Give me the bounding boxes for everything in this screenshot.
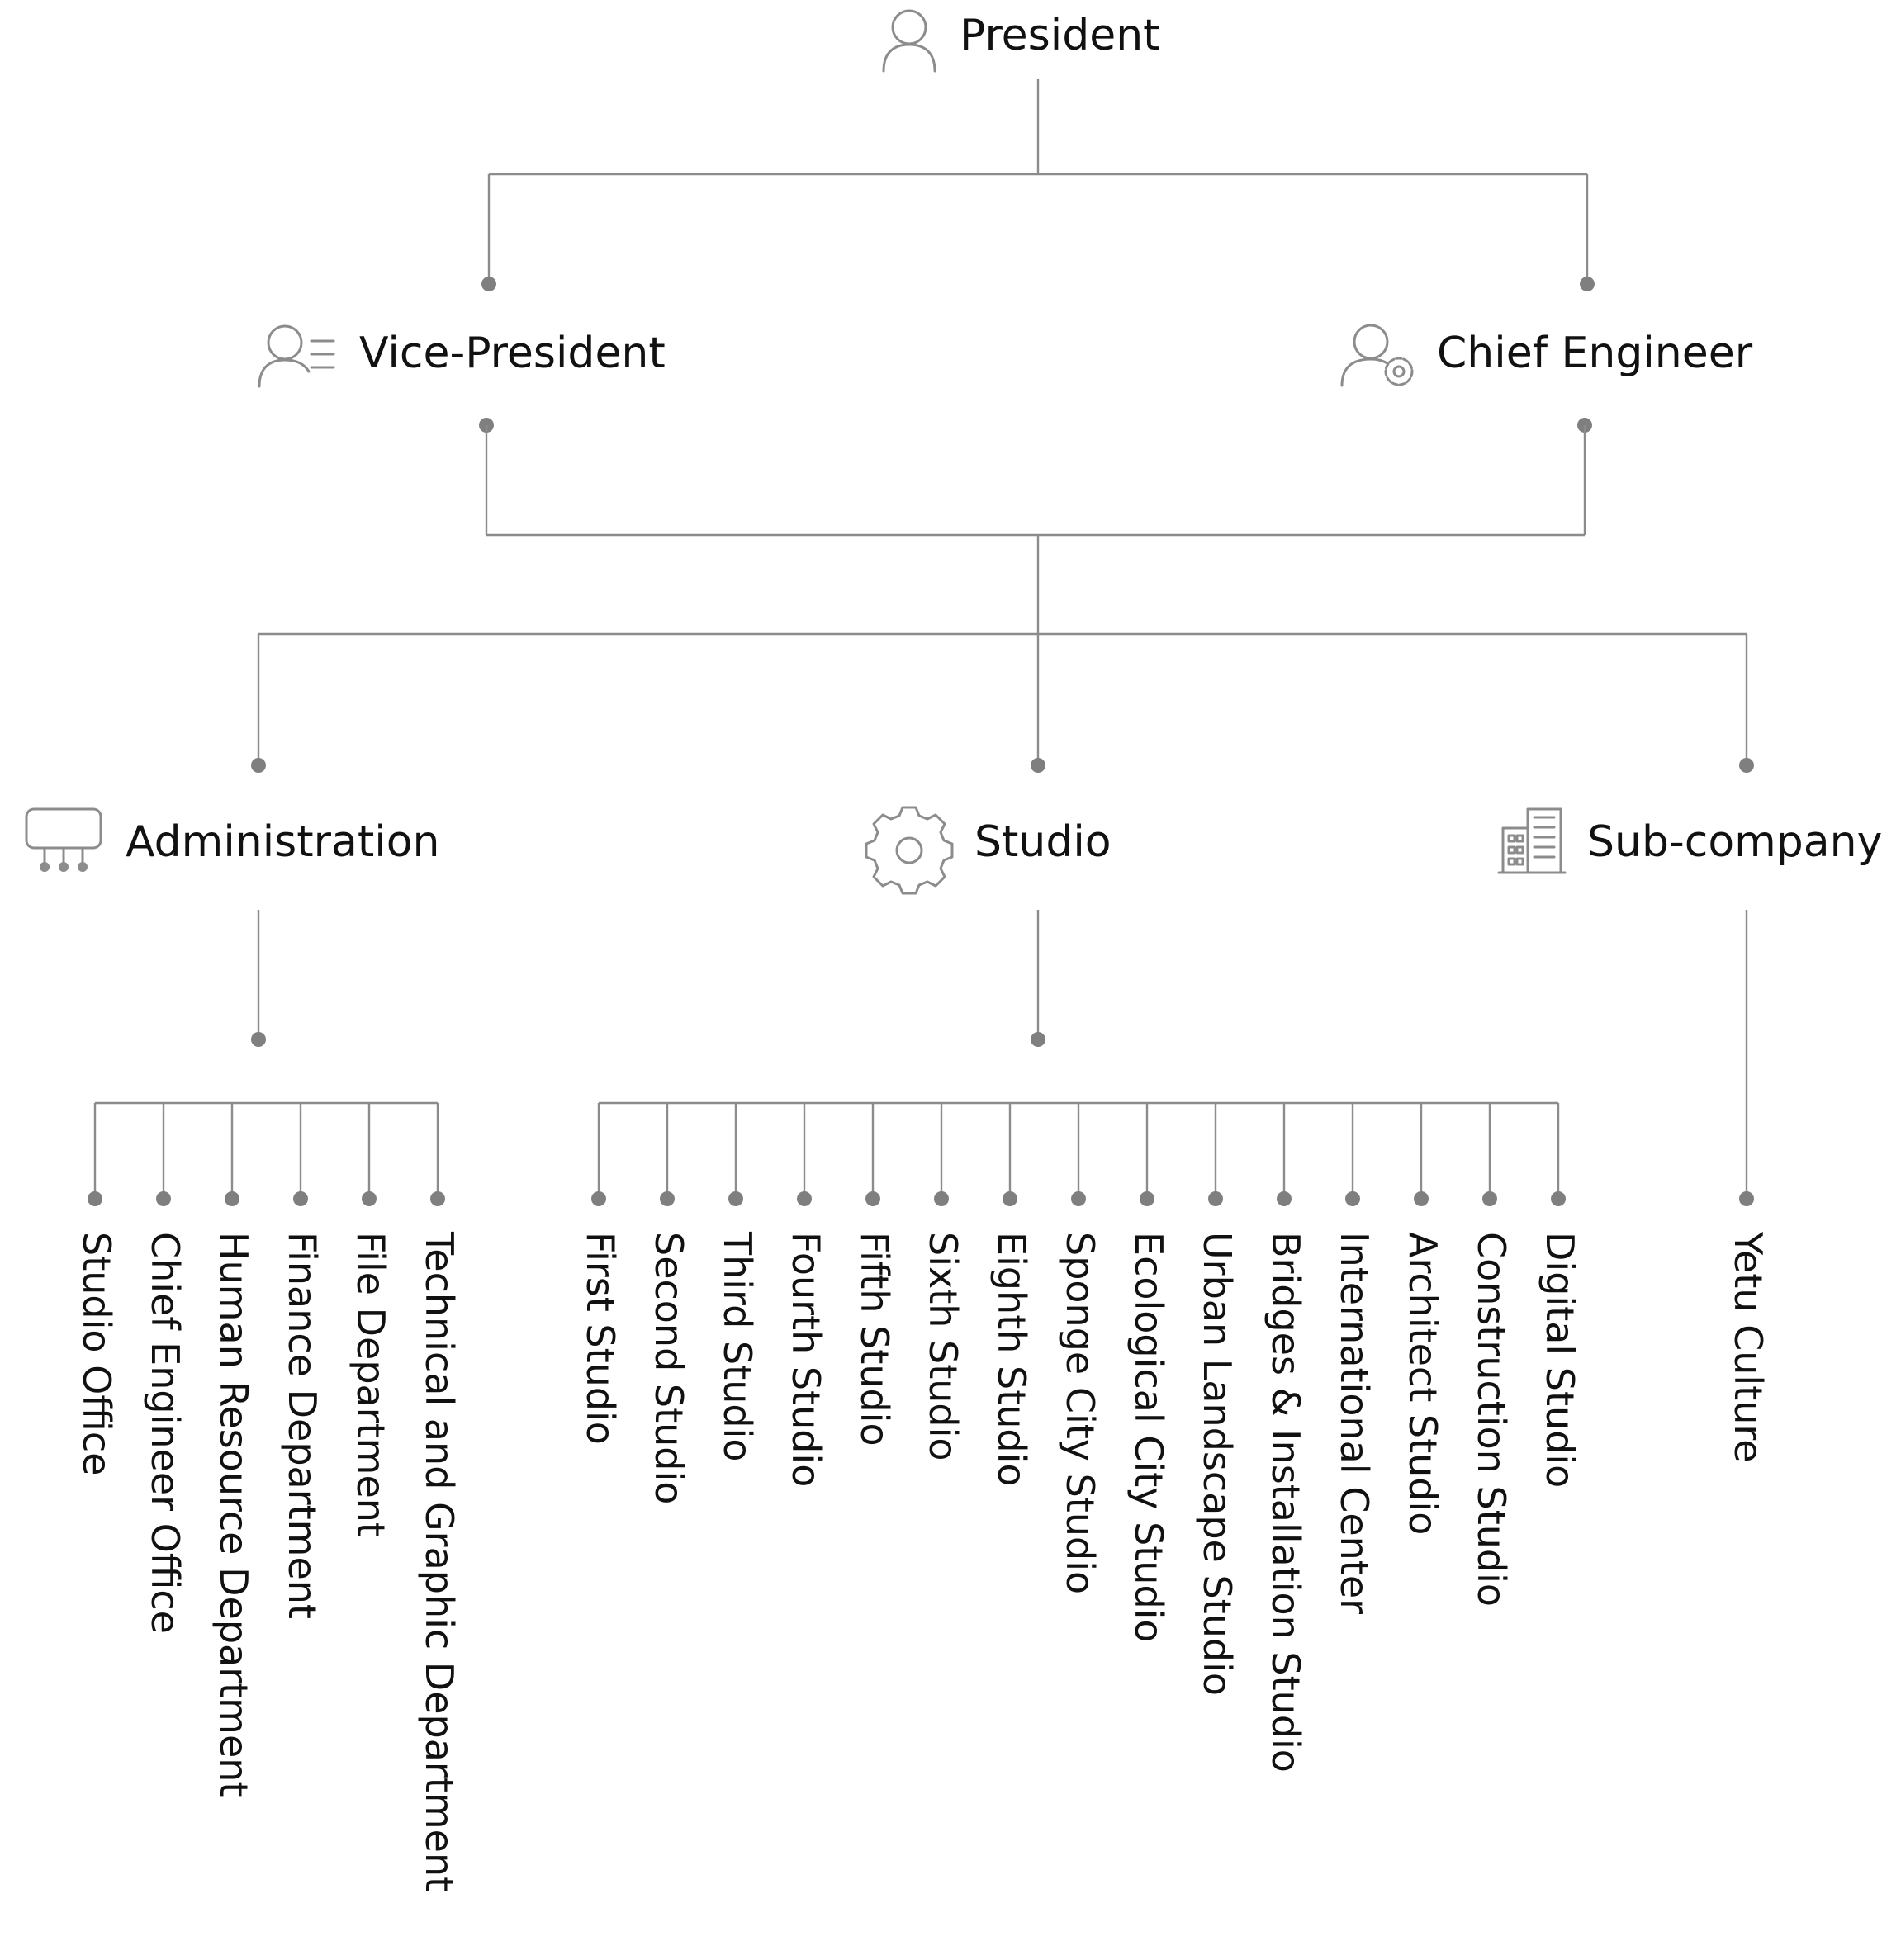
unit-label: Eighth Studio xyxy=(989,1232,1034,1487)
connector-dot xyxy=(251,1032,266,1047)
vice-president-label: Vice-President xyxy=(359,329,666,378)
connector-dot xyxy=(251,758,266,773)
unit-label: Digital Studio xyxy=(1538,1232,1582,1488)
connector-dot xyxy=(225,1191,239,1206)
connector-dot xyxy=(1551,1191,1566,1206)
unit-label: Bridges & Installation Studio xyxy=(1263,1232,1308,1773)
unit-label: Architect Studio xyxy=(1401,1232,1445,1535)
sub-company-units: Yetu Culture xyxy=(1726,1231,1771,1463)
building-icon xyxy=(1497,807,1567,874)
connector-dot xyxy=(1277,1191,1292,1206)
unit-label: Sponge City Studio xyxy=(1058,1232,1102,1594)
connector-dot xyxy=(88,1191,102,1206)
unit-label: Third Studio xyxy=(715,1231,760,1461)
unit-label: Human Resource Department xyxy=(211,1232,256,1797)
sub-company-label: Sub-company xyxy=(1587,817,1882,867)
connector-dot xyxy=(481,277,496,291)
connector-dot xyxy=(1031,1032,1045,1047)
connector-dot xyxy=(797,1191,812,1206)
connector-dot xyxy=(362,1191,377,1206)
connector-dot xyxy=(1208,1191,1223,1206)
gear-icon xyxy=(865,806,954,895)
network-board-icon xyxy=(25,807,102,872)
connector-dot xyxy=(156,1191,171,1206)
unit-label: Studio Office xyxy=(74,1232,119,1475)
connector-dot xyxy=(934,1191,949,1206)
unit-label: International Center xyxy=(1332,1232,1377,1614)
unit-label: Sixth Studio xyxy=(921,1232,965,1461)
unit-label: Second Studio xyxy=(647,1232,691,1504)
connector-dot xyxy=(1345,1191,1360,1206)
unit-label: Chief Engineer Office xyxy=(143,1232,187,1634)
unit-label: Yetu Culture xyxy=(1726,1231,1771,1463)
connector-dot xyxy=(865,1191,880,1206)
connector-dot xyxy=(1003,1191,1017,1206)
connector-dot xyxy=(430,1191,445,1206)
connector-dot xyxy=(591,1191,606,1206)
unit-label: Urban Landscape Studio xyxy=(1195,1232,1240,1696)
connector-dot xyxy=(1739,1191,1754,1206)
unit-label: First Studio xyxy=(578,1232,623,1445)
connector-dot xyxy=(1140,1191,1154,1206)
person-list-icon xyxy=(258,324,335,388)
connector-dot xyxy=(1580,277,1595,291)
unit-label: File Department xyxy=(348,1232,393,1537)
connector-dot xyxy=(1071,1191,1086,1206)
person-icon xyxy=(882,9,936,73)
connector-dot xyxy=(1739,758,1754,773)
studio-units: First Studio Second Studio Third Studio Fou… xyxy=(578,1101,1582,1773)
connector-dot xyxy=(1414,1191,1429,1206)
president-label: President xyxy=(960,11,1160,60)
unit-label: Fourth Studio xyxy=(784,1232,828,1487)
connectors xyxy=(251,79,1754,1206)
studio-label: Studio xyxy=(974,817,1112,867)
unit-label: Technical and Graphic Department xyxy=(417,1231,462,1891)
unit-label: Ecological City Studio xyxy=(1126,1232,1171,1643)
person-gear-icon xyxy=(1340,324,1414,387)
administration-units: Studio Office Chief Engineer Office Human … xyxy=(74,1101,462,1891)
connector-dot xyxy=(293,1191,308,1206)
connector-dot xyxy=(660,1191,675,1206)
connector-dot xyxy=(1031,758,1045,773)
unit-label: Finance Department xyxy=(280,1232,325,1619)
connector-dot xyxy=(1482,1191,1497,1206)
administration-label: Administration xyxy=(126,817,440,867)
connector-dot xyxy=(728,1191,743,1206)
unit-label: Construction Studio xyxy=(1469,1232,1514,1607)
chief-engineer-label: Chief Engineer xyxy=(1437,329,1753,378)
unit-label: Fifth Studio xyxy=(852,1232,897,1446)
